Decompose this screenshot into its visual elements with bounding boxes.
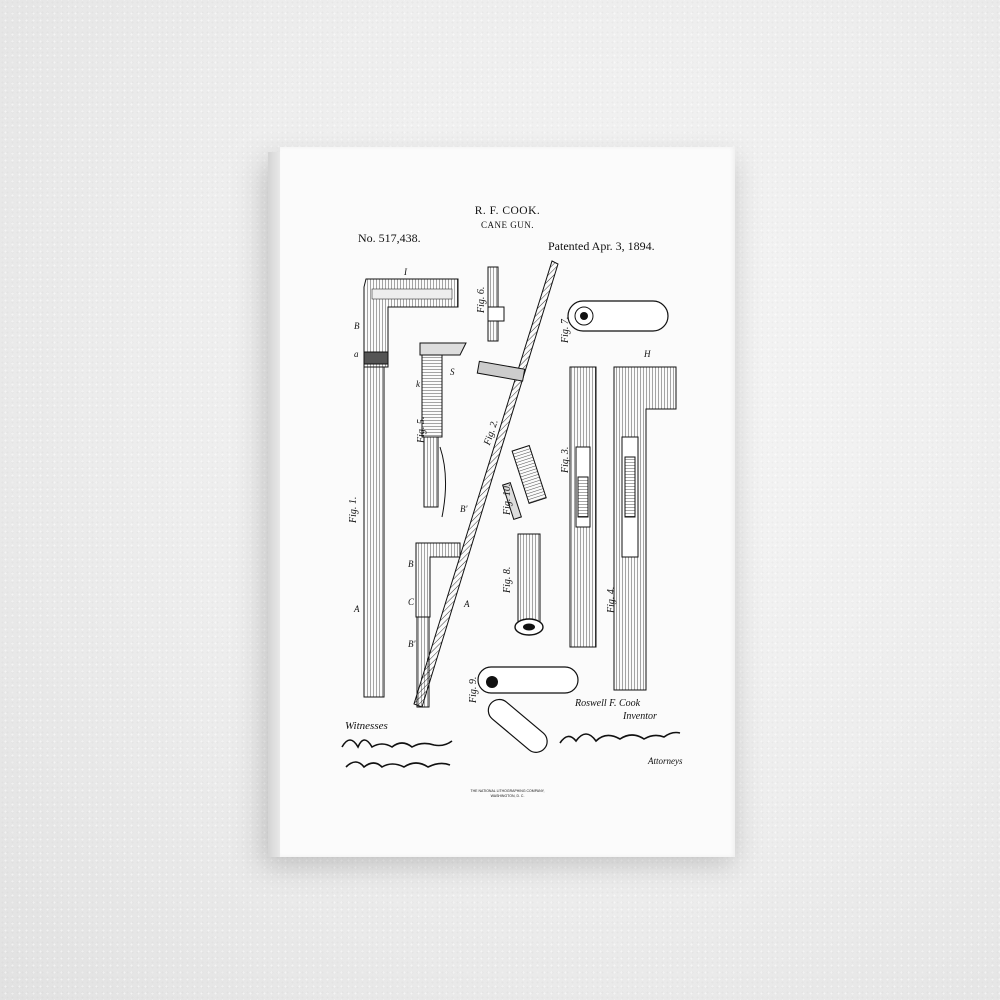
patent-inventor-header: R. F. COOK.: [474, 205, 541, 217]
figure-label: Fig. 3.: [560, 447, 571, 474]
patent-drawing: I B a A Fig. 1. Fig. 5. k S Fig. 6. Fig.…: [341, 260, 681, 769]
patent-canvas-print: R. F. COOK. CANE GUN. No. 517,438. Paten…: [280, 147, 735, 857]
fig-4-section: Fig. 4. H: [606, 349, 677, 691]
fig-9-folding-plate: Fig. 9.: [468, 666, 579, 753]
svg-text:B: B: [408, 559, 414, 569]
svg-text:H: H: [643, 349, 651, 359]
fig-8-nozzle: Fig. 8.: [502, 533, 544, 636]
figure-label: Fig. 4.: [606, 587, 617, 614]
svg-text:A: A: [463, 599, 470, 609]
figure-label: Fig. 10.: [502, 484, 513, 516]
canvas-side-edge: [268, 152, 282, 857]
patent-title: CANE GUN.: [481, 220, 534, 230]
svg-text:S: S: [450, 367, 455, 377]
witnesses-label: Witnesses: [345, 720, 388, 732]
inventor-label: Inventor: [623, 711, 657, 722]
svg-text:B: B: [354, 321, 360, 331]
attorney-signature: [559, 731, 681, 744]
fig-7-plate: Fig. 7.: [560, 300, 669, 344]
figure-label: Fig. 6.: [476, 287, 487, 314]
lithographer-line-2: WASHINGTON, D. C.: [490, 794, 525, 798]
svg-text:A: A: [353, 604, 360, 614]
svg-text:B': B': [408, 639, 416, 649]
fig-small-handle: B C B': [408, 542, 461, 708]
figure-label: Fig. 1.: [348, 497, 359, 524]
patent-number: No. 517,438.: [358, 231, 421, 245]
figure-label: Fig. 5.: [416, 417, 427, 444]
svg-text:I: I: [403, 267, 408, 277]
fig-10-parts: Fig. 10.: [502, 444, 547, 520]
patent-date: Patented Apr. 3, 1894.: [548, 239, 655, 253]
fig-1-cane: I B a A Fig. 1.: [348, 267, 459, 698]
figure-label: Fig. 9.: [468, 677, 479, 704]
fig-5-mechanism: Fig. 5. k S: [416, 342, 467, 518]
lithographer-line-1: THE NATIONAL LITHOGRAPHING COMPANY,: [470, 789, 545, 793]
fig-6-part: Fig. 6.: [476, 266, 505, 342]
fig-3-section: Fig. 3.: [560, 366, 597, 648]
witness-signature-2: [345, 761, 451, 769]
svg-text:B': B': [460, 504, 468, 514]
inventor-name: Roswell F. Cook: [575, 698, 641, 709]
svg-text:a: a: [354, 349, 359, 359]
figure-label: Fig. 8.: [502, 567, 513, 594]
attorney-label: Attorneys: [648, 756, 683, 766]
svg-text:C: C: [408, 597, 415, 607]
witness-signature-1: [341, 739, 453, 749]
figure-label: Fig. 7.: [560, 317, 571, 344]
svg-text:k: k: [416, 379, 421, 389]
